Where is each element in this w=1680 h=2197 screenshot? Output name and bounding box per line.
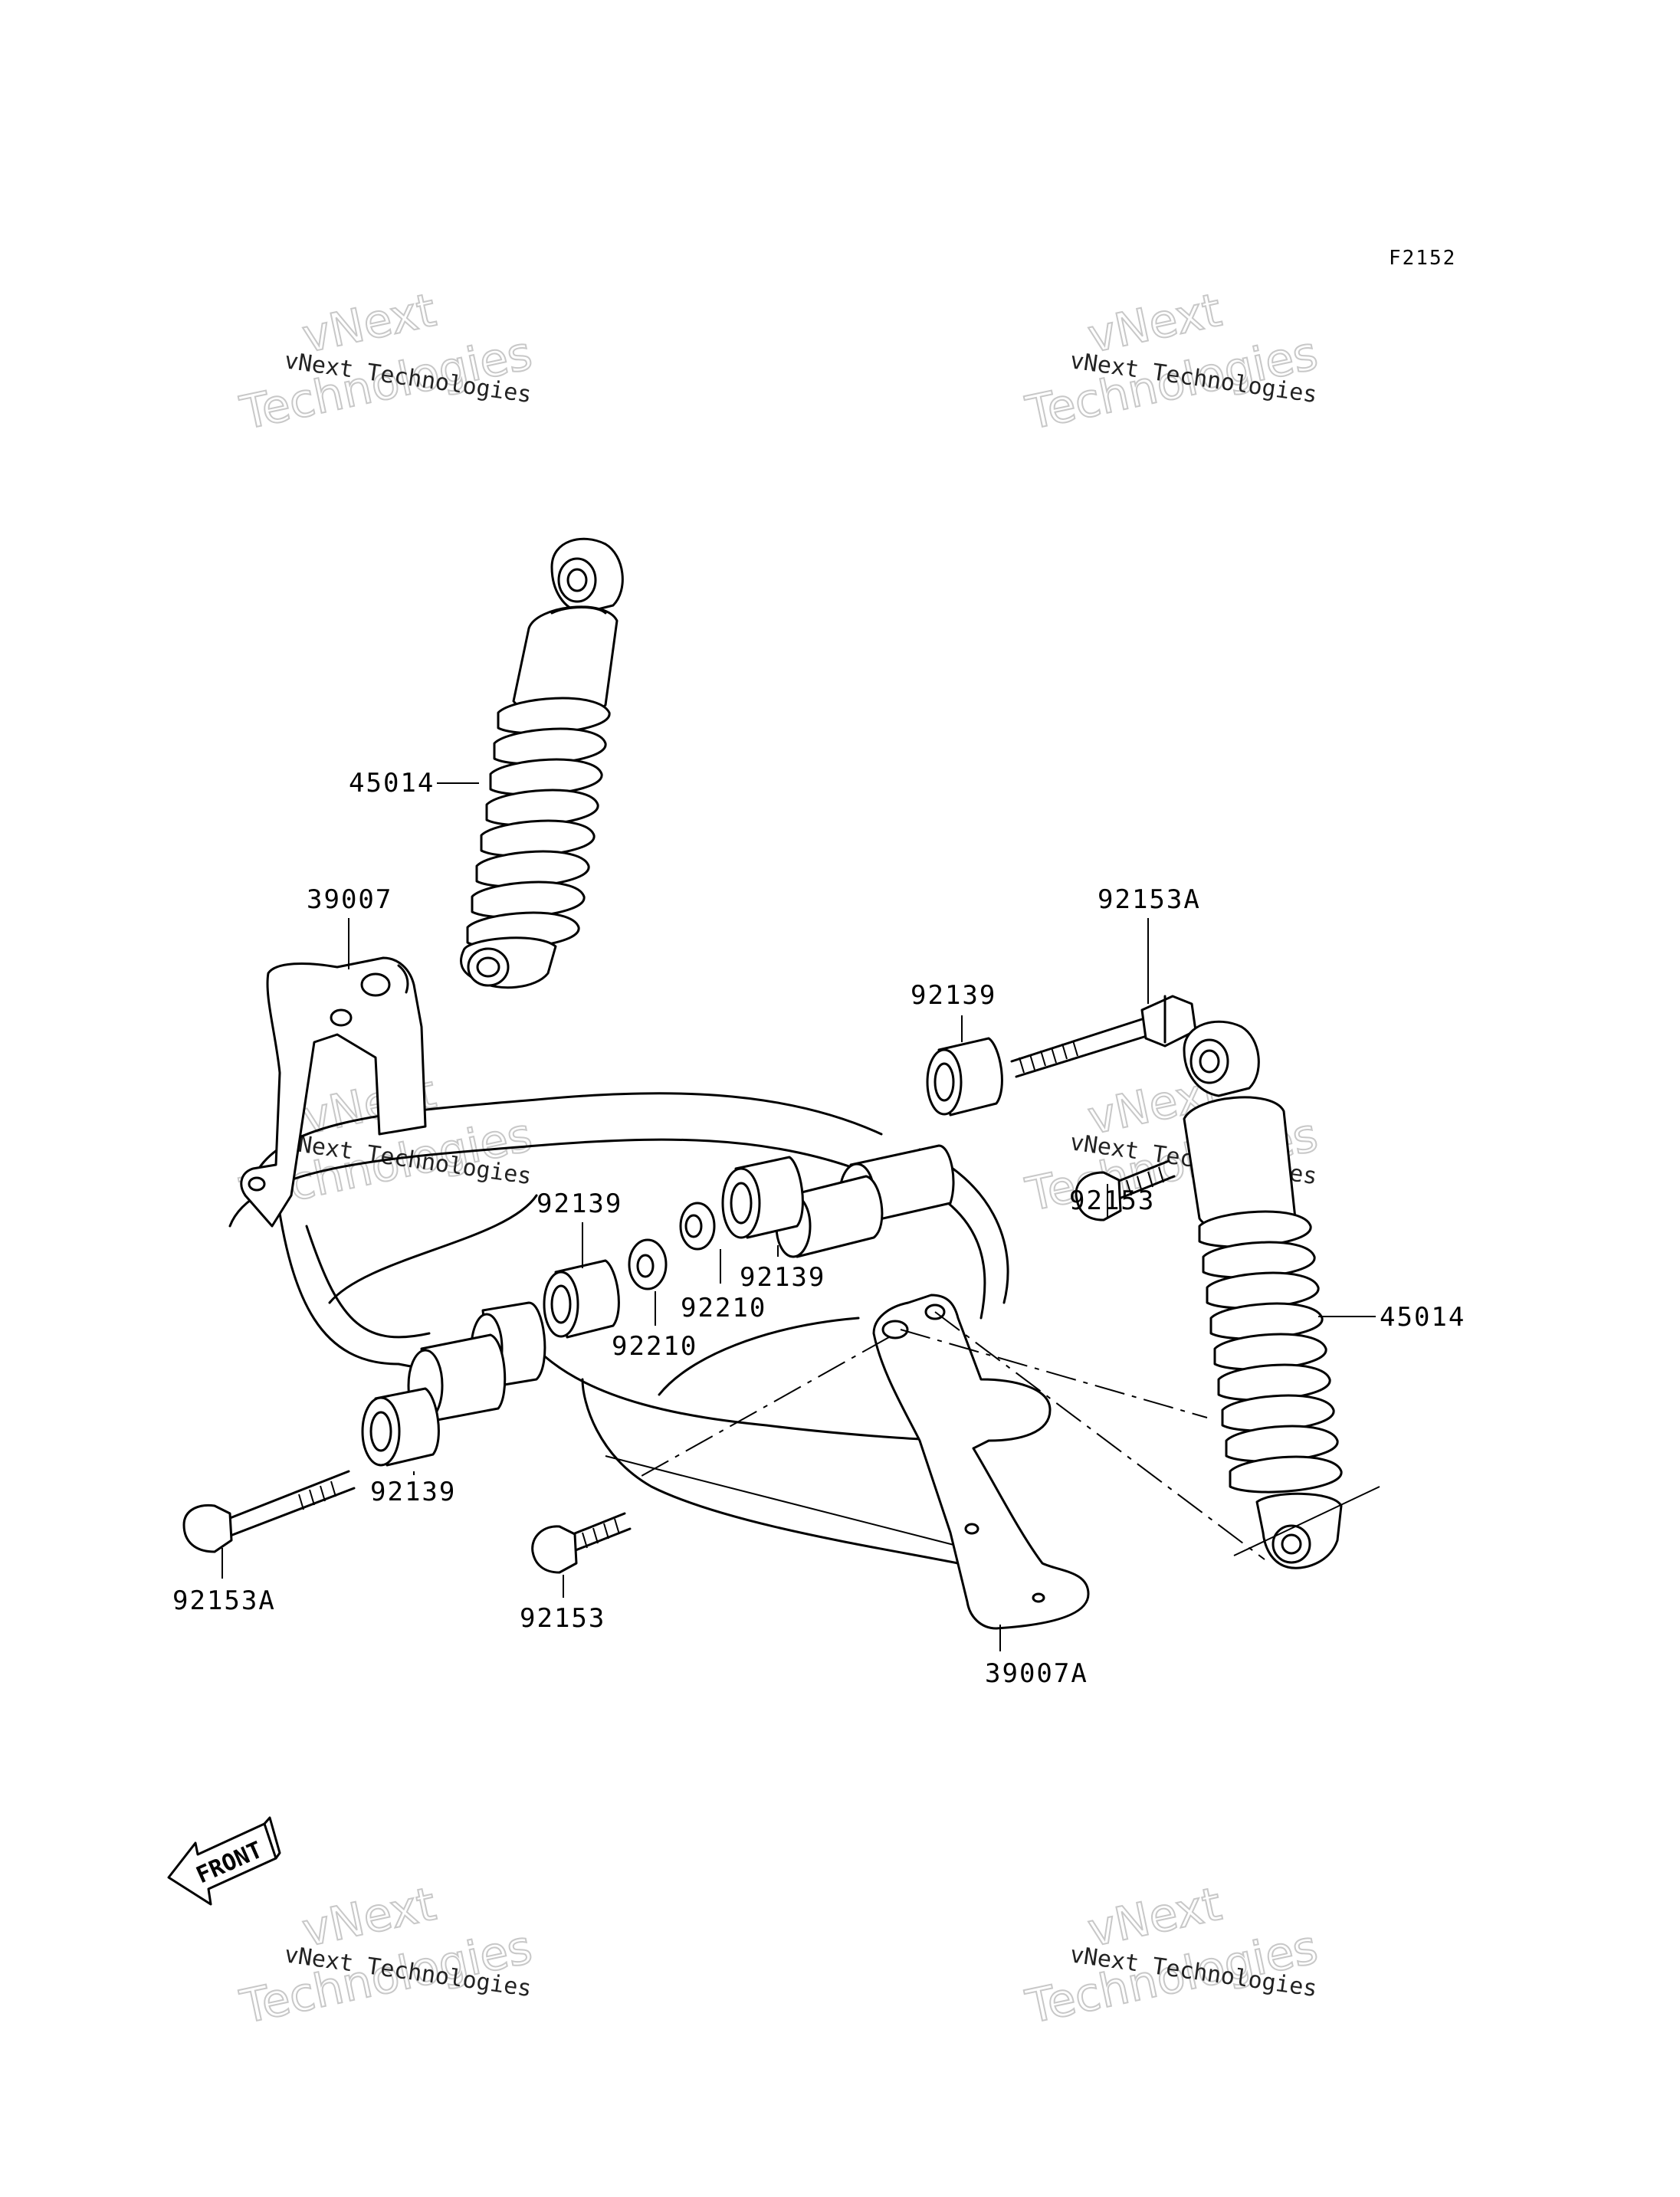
label-45014-right: 45014: [1380, 1302, 1465, 1333]
bolt-short-right-92153: [1075, 1159, 1176, 1221]
shock-absorber-right: [1183, 1020, 1343, 1569]
bolt-long-right-92153A: [1010, 995, 1197, 1078]
pivot-collars: [361, 1037, 1003, 1467]
bolt-long-left-92153A: [182, 1470, 356, 1553]
label-92139-mid-right: 92139: [740, 1262, 825, 1293]
label-39007A: 39007A: [985, 1658, 1088, 1689]
label-92153A-right: 92153A: [1098, 884, 1201, 915]
label-45014-left: 45014: [349, 768, 435, 798]
label-92153-left: 92153: [520, 1603, 605, 1634]
figure-code: F2152: [1389, 247, 1456, 270]
part-labels: 45014 39007 92153A 92139 92153 92139 921…: [172, 768, 1465, 1689]
label-92139-top: 92139: [911, 980, 996, 1011]
label-92153A-left: 92153A: [172, 1585, 276, 1616]
watermark-top-right: vNext Technologies vNext Technologies: [1021, 283, 1324, 441]
label-92139-mid-left: 92139: [536, 1189, 622, 1219]
label-92139-bottom: 92139: [370, 1477, 456, 1507]
label-92153-right: 92153: [1069, 1185, 1155, 1216]
guide-lines: [635, 1311, 1380, 1560]
bolt-short-left-92153: [531, 1512, 632, 1574]
label-92210-left: 92210: [612, 1331, 697, 1362]
leader-lines: [221, 782, 1376, 1651]
bracket-left-39007: [240, 956, 427, 1228]
bracket-right-39007A: [872, 1294, 1090, 1630]
front-direction-arrow: FRONT: [167, 1816, 281, 1906]
watermark-top-left: vNext Technologies vNext Technologies: [235, 283, 538, 441]
label-92210-right: 92210: [681, 1293, 766, 1323]
watermark-bottom-right: vNext Technologies vNext Technologies: [1021, 1877, 1324, 2035]
shock-absorber-left: [460, 537, 624, 989]
label-39007: 39007: [307, 884, 392, 915]
watermark-bottom-left: vNext Technologies vNext Technologies: [235, 1877, 538, 2035]
